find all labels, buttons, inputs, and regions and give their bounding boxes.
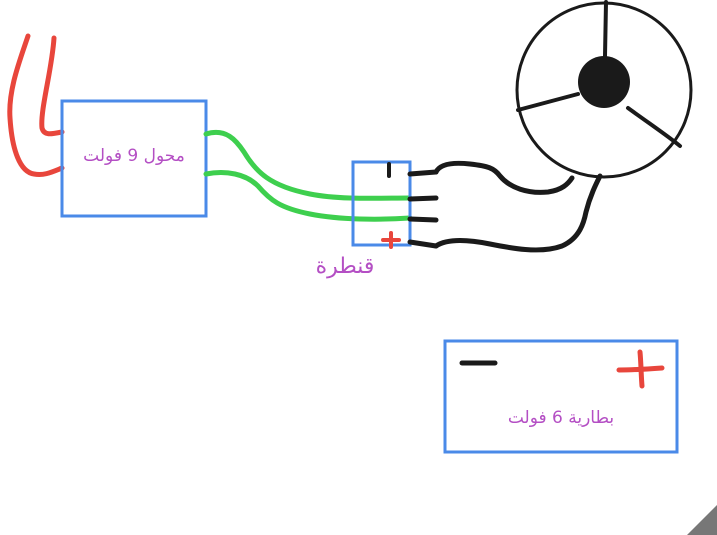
fan-motor-icon bbox=[515, 0, 693, 179]
bridge-plus-icon bbox=[381, 231, 401, 249]
battery-label: بطارية 6 فولت bbox=[507, 408, 615, 428]
battery-plus-icon bbox=[616, 349, 665, 389]
bridge-terminal-3 bbox=[407, 216, 439, 223]
mains-wire bbox=[7, 33, 65, 177]
bridge-box bbox=[351, 160, 412, 247]
bridge-terminal-4 bbox=[407, 239, 439, 249]
bridge-label: قنطرة bbox=[315, 254, 375, 279]
battery-box bbox=[443, 339, 679, 454]
black-wire-bottom bbox=[433, 173, 603, 253]
bridge-terminal-1 bbox=[407, 169, 439, 177]
black-wire-top bbox=[433, 160, 575, 195]
green-wire-top bbox=[203, 130, 413, 201]
adapter-label: محول 9 فولت bbox=[83, 146, 185, 166]
mains-wire-return bbox=[39, 35, 65, 137]
bridge-terminal-2 bbox=[407, 195, 439, 202]
adapter-box bbox=[60, 99, 208, 218]
resize-handle[interactable] bbox=[687, 505, 717, 535]
green-wire-bottom bbox=[203, 170, 413, 222]
